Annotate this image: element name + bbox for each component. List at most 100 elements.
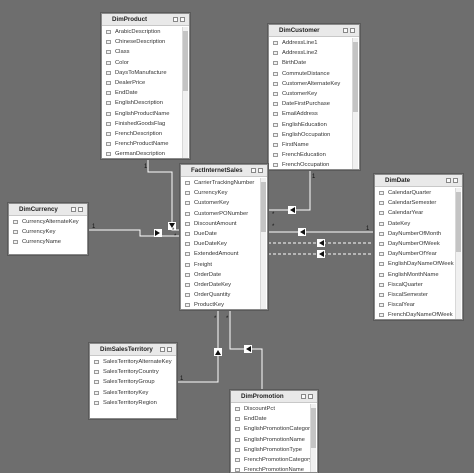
square-button-icon[interactable] [350, 28, 355, 33]
column-item[interactable]: FiscalYear [375, 300, 462, 310]
scrollbar[interactable] [352, 38, 358, 169]
column-item[interactable]: FrenchDayNameOfWeek [375, 310, 462, 319]
column-item[interactable]: CustomerKey [181, 198, 267, 208]
column-item[interactable]: DayNumberOfMonth [375, 229, 462, 239]
relationship-inactive[interactable] [268, 250, 374, 258]
table-header[interactable]: DimCustomer [269, 25, 359, 37]
square-button-icon[interactable] [180, 17, 185, 22]
square-button-icon[interactable] [160, 347, 165, 352]
relationship-dimsalesterritory[interactable]: 1* [177, 310, 222, 383]
column-item[interactable]: OrderQuantity [181, 290, 267, 300]
column-item[interactable]: ExtendedAmount [181, 249, 267, 259]
column-item[interactable]: DayNumberOfYear [375, 249, 462, 259]
column-item[interactable]: CurrencyKey [181, 188, 267, 198]
relationship-dimproduct[interactable]: 1* [144, 160, 180, 240]
table-header[interactable]: DimPromotion [231, 391, 317, 403]
column-item[interactable]: SalesTerritoryRegion [90, 398, 176, 408]
column-item[interactable]: CustomerPONumber [181, 209, 267, 219]
column-item[interactable]: FinishedGoodsFlag [102, 119, 189, 129]
column-item[interactable]: FiscalSemester [375, 290, 462, 300]
relationship-inactive[interactable] [268, 239, 374, 247]
relationship-dimdate[interactable]: 1* [268, 224, 374, 236]
square-button-icon[interactable] [78, 207, 83, 212]
column-item[interactable]: Freight [181, 260, 267, 270]
column-item[interactable]: CalendarSemester [375, 198, 462, 208]
column-item[interactable]: CurrencyName [9, 237, 87, 247]
column-item[interactable]: SalesTerritoryKey [90, 388, 176, 398]
scrollbar[interactable] [310, 404, 316, 472]
scrollbar-thumb[interactable] [311, 408, 316, 448]
relationship-line[interactable] [147, 160, 180, 231]
column-item[interactable]: EndDate [231, 414, 317, 424]
column-item[interactable]: Class [102, 47, 189, 57]
column-item[interactable]: DueDateKey [181, 239, 267, 249]
relationship-line[interactable] [177, 310, 219, 383]
column-item[interactable]: DaysToManufacture [102, 68, 189, 78]
square-button-icon[interactable] [173, 17, 178, 22]
column-item[interactable]: CarrierTrackingNumber [181, 178, 267, 188]
square-button-icon[interactable] [446, 178, 451, 183]
column-item[interactable]: EnglishMonthName [375, 270, 462, 280]
column-item[interactable]: OrderDate [181, 270, 267, 280]
column-item[interactable]: DateFirstPurchase [269, 99, 359, 109]
column-item[interactable]: CurrencyAlternateKey [9, 217, 87, 227]
column-item[interactable]: EnglishPromotionName [231, 435, 317, 445]
column-item[interactable]: EndDate [102, 88, 189, 98]
square-button-icon[interactable] [308, 394, 313, 399]
column-item[interactable]: OrderDateKey [181, 280, 267, 290]
relationship-line[interactable] [268, 170, 311, 211]
square-button-icon[interactable] [71, 207, 76, 212]
scrollbar-thumb[interactable] [183, 31, 188, 91]
relationship-line[interactable] [88, 229, 180, 237]
column-item[interactable]: EnglishProductName [102, 109, 189, 119]
column-item[interactable]: DateKey [375, 219, 462, 229]
scrollbar[interactable] [182, 27, 188, 158]
table-header[interactable]: DimProduct [102, 14, 189, 26]
scrollbar[interactable] [455, 188, 461, 319]
square-button-icon[interactable] [251, 168, 256, 173]
table-header[interactable]: DimCurrency [9, 204, 87, 216]
column-item[interactable]: FrenchPromotionCategory [231, 455, 317, 465]
column-item[interactable]: EnglishOccupation [269, 130, 359, 140]
column-item[interactable]: CustomerKey [269, 89, 359, 99]
column-item[interactable]: ArabicDescription [102, 27, 189, 37]
column-item[interactable]: FrenchPromotionName [231, 465, 317, 472]
column-item[interactable]: FirstName [269, 140, 359, 150]
scrollbar[interactable] [260, 178, 266, 309]
column-item[interactable]: BirthDate [269, 58, 359, 68]
table-header[interactable]: DimSalesTerritory [90, 344, 176, 356]
column-item[interactable]: SalesTerritoryGroup [90, 377, 176, 387]
column-item[interactable]: CalendarYear [375, 208, 462, 218]
column-item[interactable]: EnglishDayNameOfWeek [375, 259, 462, 269]
column-item[interactable]: DiscountPct [231, 404, 317, 414]
column-item[interactable]: GermanDescription [102, 149, 189, 158]
table-header[interactable]: FactInternetSales [181, 165, 267, 177]
column-item[interactable]: Color [102, 58, 189, 68]
table-header[interactable]: DimDate [375, 175, 462, 187]
scrollbar-thumb[interactable] [353, 42, 358, 112]
column-item[interactable]: FiscalQuarter [375, 280, 462, 290]
scrollbar-thumb[interactable] [456, 192, 461, 252]
column-item[interactable]: DiscountAmount [181, 219, 267, 229]
column-item[interactable]: EnglishPromotionCategory [231, 424, 317, 434]
column-item[interactable]: DayNumberOfWeek [375, 239, 462, 249]
column-item[interactable]: EnglishPromotionType [231, 445, 317, 455]
column-item[interactable]: CurrencyKey [9, 227, 87, 237]
square-button-icon[interactable] [167, 347, 172, 352]
column-item[interactable]: FrenchProductName [102, 139, 189, 149]
column-item[interactable]: SalesTerritoryAlternateKey [90, 357, 176, 367]
column-item[interactable]: SalesTerritoryCountry [90, 367, 176, 377]
scrollbar-thumb[interactable] [261, 182, 266, 232]
relationship-dimcustomer[interactable]: 1* [268, 170, 316, 218]
column-item[interactable]: FrenchDescription [102, 129, 189, 139]
column-item[interactable]: ChineseDescription [102, 37, 189, 47]
column-item[interactable]: ProductKey [181, 300, 267, 309]
column-item[interactable]: CalendarQuarter [375, 188, 462, 198]
square-button-icon[interactable] [453, 178, 458, 183]
